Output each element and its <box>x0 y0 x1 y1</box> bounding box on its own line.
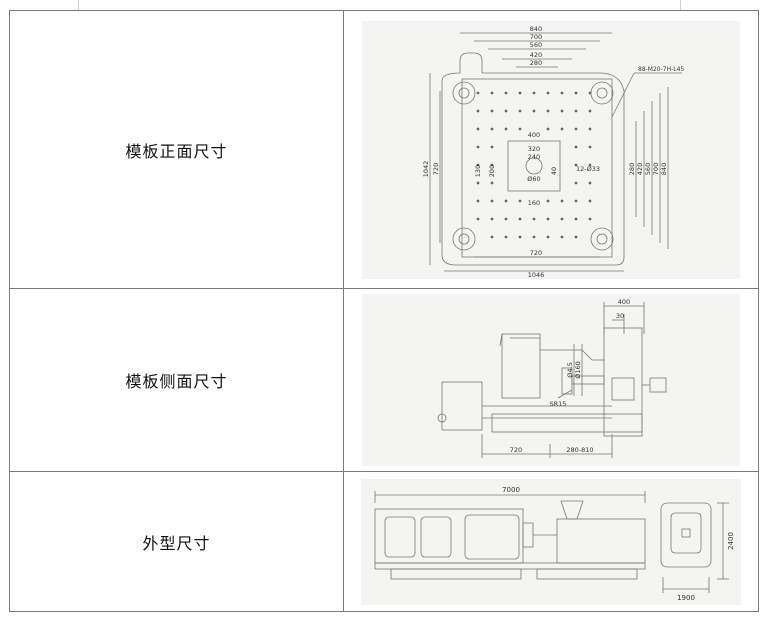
row-label-front: 模板正面尺寸 <box>9 10 344 289</box>
dim-left-2: 720 <box>432 162 440 174</box>
dim-right-5: 840 <box>660 162 668 174</box>
dim-bottom-2: 1046 <box>528 271 545 279</box>
dim-side-radius: SR15 <box>550 400 567 408</box>
dim-overall-width: 1900 <box>677 594 695 602</box>
front-platen-drawing: 840 700 560 420 280 400 320 240 Ø60 160 … <box>362 20 740 279</box>
dim-right-3: 560 <box>644 162 652 174</box>
dim-center-width: 400 <box>528 131 540 139</box>
dim-left-1: 1042 <box>422 160 430 177</box>
row-label-side: 模板侧面尺寸 <box>9 288 344 472</box>
tap-note: 88-M20-7H-L45 <box>638 66 684 73</box>
dim-top-4: 420 <box>530 51 542 59</box>
table-row: 外型尺寸 <box>9 471 759 612</box>
side-platen-drawing: 400 30 720 280-810 SR15 Ø4.5 Ø160 <box>362 294 740 466</box>
dim-bottom-1: 720 <box>530 249 542 257</box>
dim-side-top-2: 30 <box>616 312 624 320</box>
spec-table: 模板正面尺寸 <box>9 10 759 612</box>
table-row: 模板侧面尺寸 <box>9 288 759 472</box>
dim-side-v1: Ø4.5 <box>566 362 574 377</box>
overall-machine-drawing: 7000 1900 2400 <box>361 478 741 605</box>
dim-center-inner: 240 <box>528 153 540 161</box>
dim-right-1: 280 <box>628 162 636 174</box>
dim-bottom-inner: 160 <box>528 199 540 207</box>
dim-right-2: 420 <box>636 162 644 174</box>
row-label-overall: 外型尺寸 <box>9 471 344 612</box>
table-row: 模板正面尺寸 <box>9 10 759 289</box>
dim-top-2: 700 <box>530 33 542 41</box>
dim-right-4: 700 <box>652 162 660 174</box>
dim-top-1: 840 <box>530 25 542 33</box>
dim-center-vertical: 40 <box>550 166 558 174</box>
drawing-cell-side: 400 30 720 280-810 SR15 Ø4.5 Ø160 <box>343 288 759 472</box>
dim-overall-height: 2400 <box>727 532 735 550</box>
dim-side-v2: Ø160 <box>574 361 582 379</box>
page-top-edge <box>0 0 767 10</box>
dim-center-height: 320 <box>528 145 540 153</box>
dim-side-bottom-2: 280-810 <box>566 446 593 454</box>
dim-bore: Ø60 <box>527 175 540 183</box>
dim-top-5: 280 <box>530 59 542 67</box>
dim-top-3: 560 <box>530 41 542 49</box>
dim-side-top-1: 400 <box>618 298 630 306</box>
drawing-cell-front: 840 700 560 420 280 400 320 240 Ø60 160 … <box>343 10 759 289</box>
dim-inner-left-1: 130 <box>474 164 482 176</box>
dim-overall-length: 7000 <box>502 486 520 494</box>
dim-side-bottom-1: 720 <box>510 446 522 454</box>
dim-holes: 12-Ø33 <box>576 165 600 173</box>
dim-inner-left-2: 200 <box>488 164 496 176</box>
drawing-cell-overall: 7000 1900 2400 <box>343 471 759 612</box>
